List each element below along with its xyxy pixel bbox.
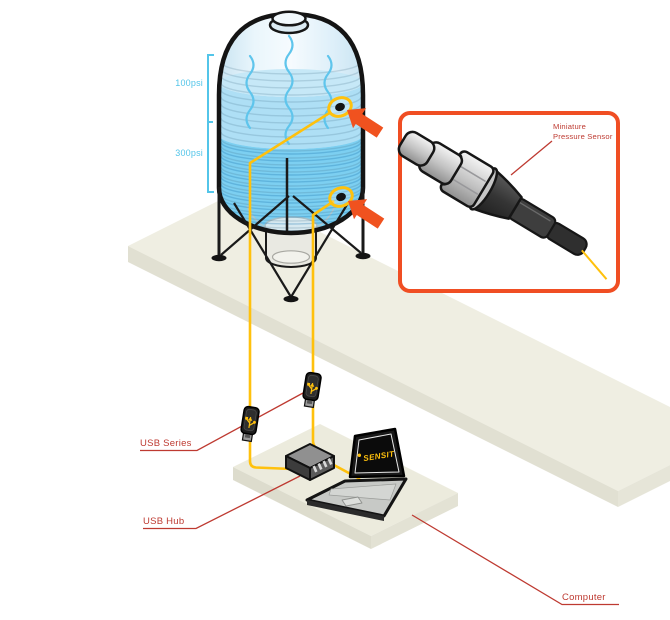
- large-platform-side: [618, 465, 670, 507]
- sensor-boot: [472, 169, 523, 220]
- bracket-lines: [207, 54, 214, 193]
- arrow-icon-bottom-port: [348, 199, 385, 229]
- usb-dongle-1: [302, 371, 322, 409]
- tank-outlet: [265, 232, 317, 268]
- water-upper-band: [219, 83, 363, 149]
- laptop-screen: [354, 433, 400, 474]
- inset-panel: Miniature Pressure Sensor: [397, 111, 620, 293]
- laptop-keyboard: [328, 483, 397, 501]
- usb-dongle-2: [240, 405, 260, 443]
- inset-caption-line2: Pressure Sensor: [553, 132, 613, 141]
- usb-trident-icon: [244, 416, 256, 429]
- label-computer: Computer: [562, 592, 606, 603]
- sensor-back-cap: [397, 130, 436, 167]
- label-usb-hub: USB Hub: [143, 516, 184, 527]
- label-usb-series: USB Series: [140, 438, 192, 449]
- arrow-icon-top-port: [347, 108, 384, 138]
- computer-leader: [411, 514, 619, 606]
- laptop: SENSIT: [305, 427, 408, 521]
- cable-top-sensor: [248, 110, 332, 471]
- usb-trident-icon: [306, 382, 318, 395]
- miniature-pressure-sensor-illustration: [397, 130, 608, 280]
- tank-legs: [211, 187, 371, 303]
- inset-caption-line1: Miniature: [553, 122, 586, 131]
- small-platform-front: [233, 467, 371, 549]
- usb-hub-ports: [312, 458, 333, 473]
- usb-hub-device: [285, 443, 335, 481]
- leader-lines: [140, 392, 619, 606]
- laptop-trackpad: [341, 496, 363, 507]
- inset-caption-leader: [510, 140, 553, 176]
- sensor-port-bottom: [328, 186, 354, 208]
- large-platform-top: [128, 191, 670, 491]
- label-300psi: 300psi: [175, 148, 203, 158]
- sensor-fiber-cable: [581, 249, 608, 280]
- laptop-base-edge: [307, 500, 384, 521]
- usb-hub-leader: [143, 475, 301, 530]
- small-platform-side: [371, 493, 458, 549]
- logo-mark-icon: [357, 453, 362, 457]
- storage-tank: [211, 10, 371, 303]
- sensor-port-top: [327, 96, 353, 118]
- label-100psi: 100psi: [175, 78, 203, 88]
- pressure-range-bracket: 100psi 300psi: [175, 54, 214, 193]
- tank-cap: [268, 10, 310, 35]
- usb-series-leader: [140, 392, 304, 452]
